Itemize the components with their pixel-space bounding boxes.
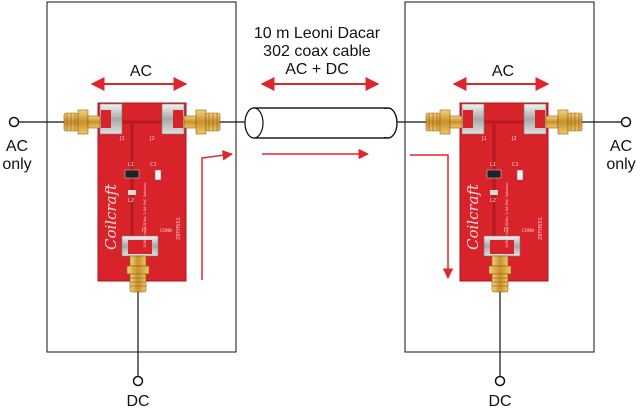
cable-title-line3: AC + DC — [285, 61, 349, 78]
right-ac-label: AC — [492, 63, 514, 80]
right-ref-j2: J2 — [511, 136, 517, 142]
coax-cable — [245, 108, 397, 138]
right-ref-j1: J1 — [481, 136, 487, 142]
left-desc: 10MHz to 2.3GHz, 0.5A PoC Solution — [143, 183, 147, 248]
left-ref-j2: J2 — [149, 136, 155, 142]
right-dc-flow-arrow — [410, 155, 448, 278]
right-dc-label: DC — [488, 393, 511, 410]
left-ac-label: AC — [130, 63, 152, 80]
right-sma-dc-connector — [492, 274, 508, 292]
right-desc: 10MHz to 2.3GHz, 0.5A PoC Solution — [505, 183, 509, 248]
left-dc-flow-arrow — [202, 154, 232, 280]
right-ref-l1: L1 — [490, 162, 496, 168]
left-dc-label: DC — [126, 393, 149, 410]
left-ref-j1: J1 — [119, 136, 125, 142]
left-board: J1 J2 J3 L1 L2 C1 CONN Coilcraft 10MHz t… — [64, 103, 220, 292]
right-part: 29TH551 — [538, 217, 544, 240]
right-conn-label: CONN — [522, 228, 534, 233]
left-sma-dc-connector — [130, 274, 146, 292]
cable-title-line2: 302 coax cable — [263, 43, 371, 60]
left-brand: Coilcraft — [102, 183, 120, 250]
left-ac-terminal — [10, 118, 19, 127]
left-ref-c1: C1 — [150, 162, 157, 168]
left-ac-only-line1: AC — [6, 138, 28, 155]
left-conn-label: CONN — [160, 228, 172, 233]
left-ac-only-line2: only — [2, 156, 31, 173]
right-board: J1 J2 J3 L1 L2 C1 CONN Coilcraft 10MHz t… — [426, 103, 582, 292]
right-ref-c1: C1 — [512, 162, 519, 168]
right-dc-terminal — [496, 377, 505, 386]
left-ref-l1: L1 — [128, 162, 134, 168]
left-part: 29TH551 — [176, 217, 182, 240]
right-ref-l2: L2 — [490, 198, 496, 204]
right-ac-terminal — [622, 118, 631, 127]
right-brand: Coilcraft — [464, 183, 482, 250]
left-ref-l2: L2 — [128, 198, 134, 204]
right-ac-only-line1: AC — [610, 138, 632, 155]
left-dc-terminal — [134, 377, 143, 386]
right-ac-only-line2: only — [606, 156, 635, 173]
cable-title-line1: 10 m Leoni Dacar — [254, 25, 381, 42]
